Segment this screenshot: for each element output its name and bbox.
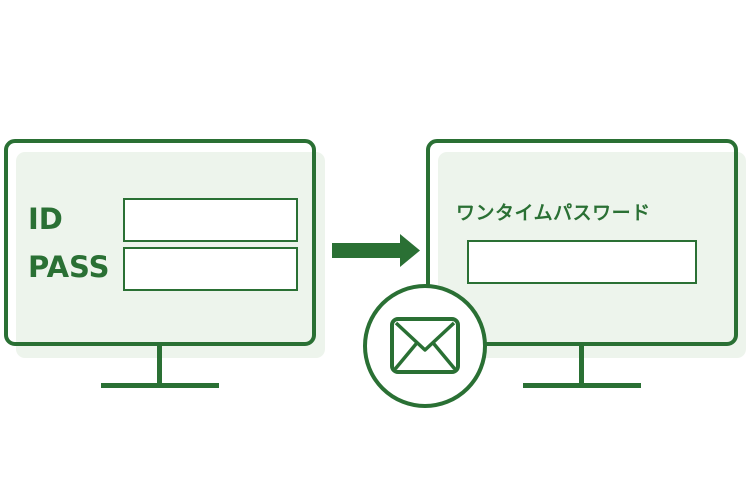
password-input[interactable]	[123, 247, 298, 291]
id-input[interactable]	[123, 198, 298, 242]
envelope-icon	[363, 284, 487, 408]
pass-label: PASS	[28, 250, 110, 284]
left-monitor-neck	[157, 344, 162, 385]
right-arrow-icon	[332, 234, 420, 267]
id-label: ID	[28, 202, 63, 236]
otp-title: ワンタイムパスワード	[456, 202, 651, 224]
right-monitor-neck	[579, 344, 584, 385]
otp-input[interactable]	[467, 240, 697, 284]
right-monitor-base	[523, 383, 641, 388]
left-monitor-base	[101, 383, 219, 388]
